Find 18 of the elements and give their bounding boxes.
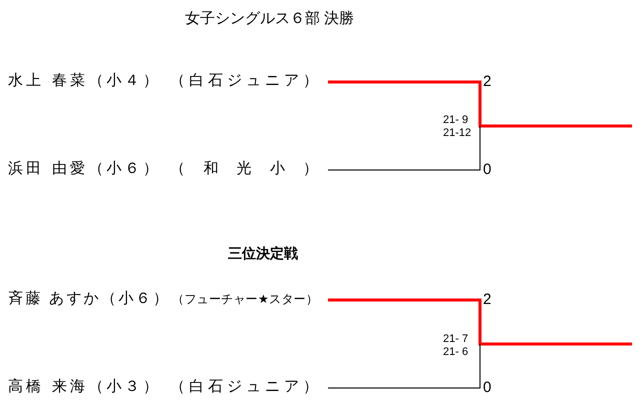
club-name: （和光小） xyxy=(170,159,318,179)
club-name: （フューチャー★スター） xyxy=(172,291,318,308)
title: 女子シングルス６部 決勝 xyxy=(185,9,354,28)
club-name: （白石ジュニア） xyxy=(170,377,318,397)
player-name: 浜田 由愛（小６） xyxy=(8,159,158,179)
bracket-line xyxy=(328,344,480,388)
bracket-line xyxy=(328,80,632,128)
score-text: 21- 6 xyxy=(443,346,468,359)
score-text: 21- 9 xyxy=(443,114,468,127)
player-name: 斉藤 あすか（小６） xyxy=(8,289,168,309)
player-name: 高橋 来海（小３） xyxy=(8,377,158,397)
section-heading: 三位決定戦 xyxy=(228,244,298,262)
bracket-line xyxy=(328,126,480,170)
club-name: （白石ジュニア） xyxy=(170,71,318,91)
player-name: 水上 春菜（小４） xyxy=(8,71,158,91)
score-text: 21- 7 xyxy=(443,333,468,346)
score-text: 21-12 xyxy=(443,127,472,140)
bracket-line xyxy=(328,298,632,346)
